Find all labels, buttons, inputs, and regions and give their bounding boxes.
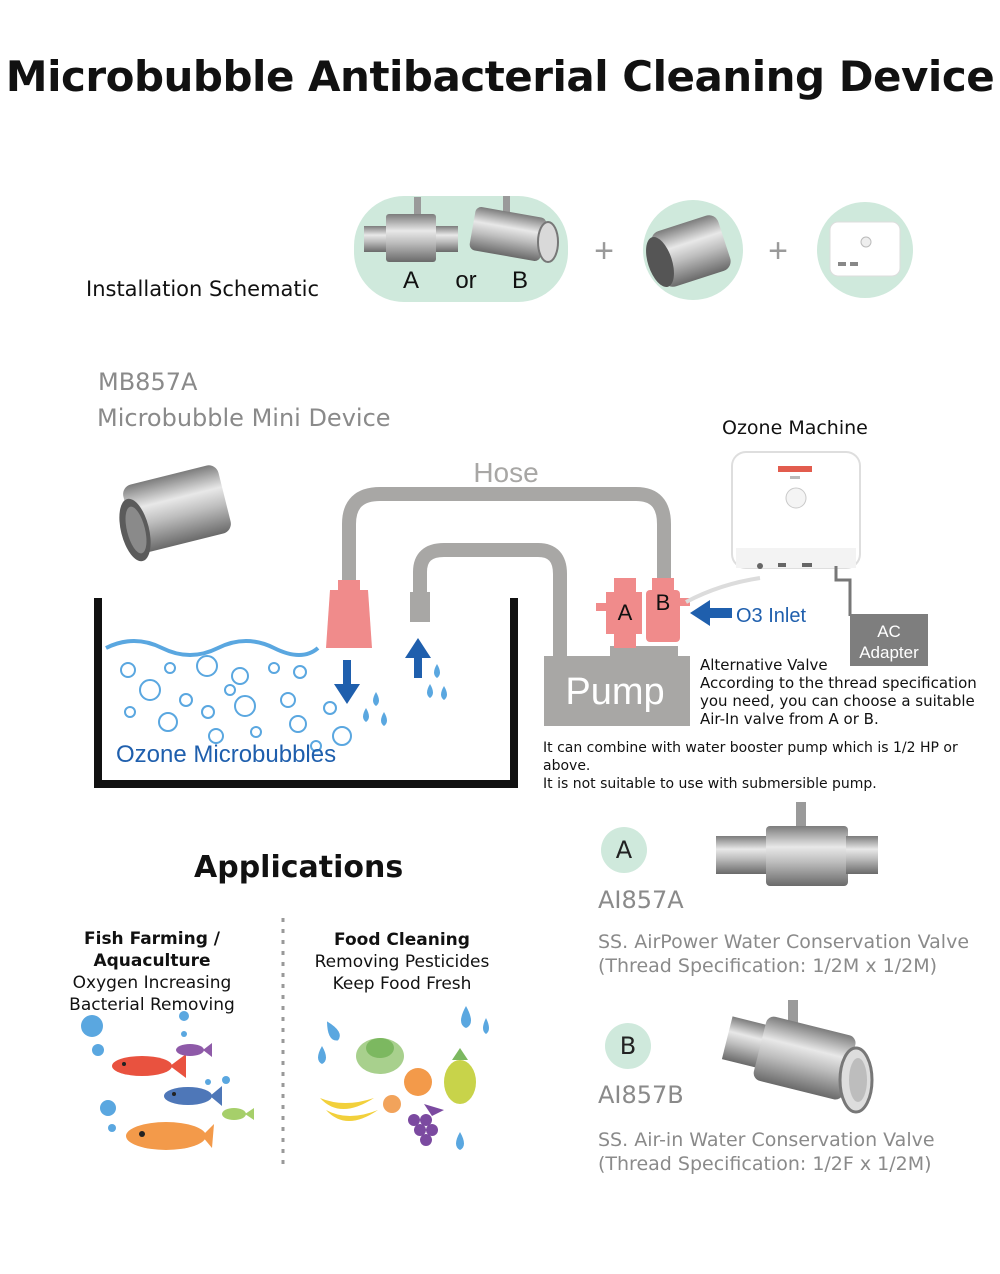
ozone-machine-thumbnail-icon: [817, 202, 913, 298]
valve-a-line2: (Thread Specification: 1/2M x 1/2M): [598, 955, 937, 977]
hose-label: Hose: [473, 457, 538, 488]
fish-illustration-icon: [81, 1011, 254, 1150]
valve-a-line1: SS. AirPower Water Conservation Valve: [598, 931, 970, 953]
device-name: Microbubble Mini Device: [97, 404, 391, 432]
hose: [342, 487, 671, 660]
inlet-pipe-end: [410, 592, 430, 622]
installation-label: Installation Schematic: [86, 277, 320, 301]
alternative-valve-note: Alternative Valve According to the threa…: [700, 656, 977, 728]
food-cleaning-line1: Removing Pesticides: [314, 952, 490, 972]
valve-a-badge: A: [601, 827, 647, 873]
pump-note-line: It can combine with water booster pump w…: [543, 740, 958, 774]
food-cleaning-title: Food Cleaning: [334, 930, 470, 950]
valve-a-description: SS. AirPower Water Conservation Valve (T…: [598, 930, 969, 978]
valve-b-label: B: [656, 590, 671, 615]
ozone-bubbles: [120, 655, 352, 752]
ozone-machine-image: [731, 451, 861, 569]
ozone-microbubbles-label: Ozone Microbubbles: [116, 741, 336, 768]
alt-valve-line: you need, you can choose a suitable: [700, 692, 975, 710]
food-cleaning-category: Food Cleaning Removing Pesticides Keep F…: [300, 929, 504, 995]
pump-note-line: It is not suitable to use with submersib…: [543, 776, 877, 792]
valve-b-model: AI857B: [598, 1081, 684, 1109]
outlet-nozzle: [326, 580, 372, 648]
valve-a-thumbnail-icon: [364, 197, 458, 262]
install-option-or: or: [455, 267, 476, 294]
alt-valve-line: Air-In valve from A or B.: [700, 710, 879, 728]
valve-b-line1: SS. Air-in Water Conservation Valve: [598, 1129, 935, 1151]
installation-valve-pill: [354, 196, 568, 302]
valve-a-model: AI857A: [598, 886, 684, 914]
pump-note: It can combine with water booster pump w…: [543, 739, 1000, 793]
ac-adapter-line2: Adapter: [859, 643, 919, 662]
fish-farming-line1: Oxygen Increasing: [72, 973, 232, 993]
ozone-machine-label: Ozone Machine: [722, 417, 868, 439]
plus-sign-1: +: [594, 232, 614, 270]
alt-valve-line: Alternative Valve: [700, 656, 828, 674]
install-option-a: A: [403, 267, 419, 294]
o3-inlet-label: O3 Inlet: [736, 605, 806, 627]
valve-b-description: SS. Air-in Water Conservation Valve (Thr…: [598, 1128, 935, 1176]
plus-sign-2: +: [768, 232, 788, 270]
microbubble-mini-device-image: [119, 465, 231, 562]
water-flow-up-arrow-icon: [405, 638, 431, 678]
valve-b-line2: (Thread Specification: 1/2F x 1/2M): [598, 1153, 932, 1175]
water-drops-icon: [363, 664, 447, 726]
valve-b-image: [721, 1000, 874, 1114]
food-cleaning-line2: Keep Food Fresh: [332, 974, 472, 994]
ac-adapter-line1: AC: [877, 622, 901, 641]
o3-inlet-arrow-icon: [690, 600, 732, 626]
ac-adapter-box: [850, 614, 928, 666]
applications-title: Applications: [194, 850, 404, 885]
fish-farming-title: Fish Farming / Aquaculture: [84, 929, 220, 971]
pump-label: Pump: [565, 671, 664, 713]
fish-farming-category: Fish Farming / Aquaculture Oxygen Increa…: [30, 928, 274, 1016]
page-title: Microbubble Antibacterial Cleaning Devic…: [5, 52, 995, 101]
alt-valve-line: According to the thread specification: [700, 674, 977, 692]
valve-b-thumbnail-icon: [469, 196, 559, 263]
food-illustration-icon: [318, 1006, 489, 1150]
alternative-valves: [596, 578, 690, 648]
water-tank: [94, 598, 518, 788]
install-option-b: B: [512, 267, 528, 294]
device-model: MB857A: [98, 368, 198, 396]
fish-farming-line2: Bacterial Removing: [69, 995, 235, 1015]
mini-device-thumbnail-icon: [643, 200, 743, 300]
valve-b-badge: B: [605, 1023, 651, 1069]
valve-a-label: A: [618, 600, 633, 625]
pump-box: [544, 656, 690, 726]
valve-a-image: [716, 802, 878, 886]
water-flow-down-arrow-icon: [334, 660, 360, 704]
